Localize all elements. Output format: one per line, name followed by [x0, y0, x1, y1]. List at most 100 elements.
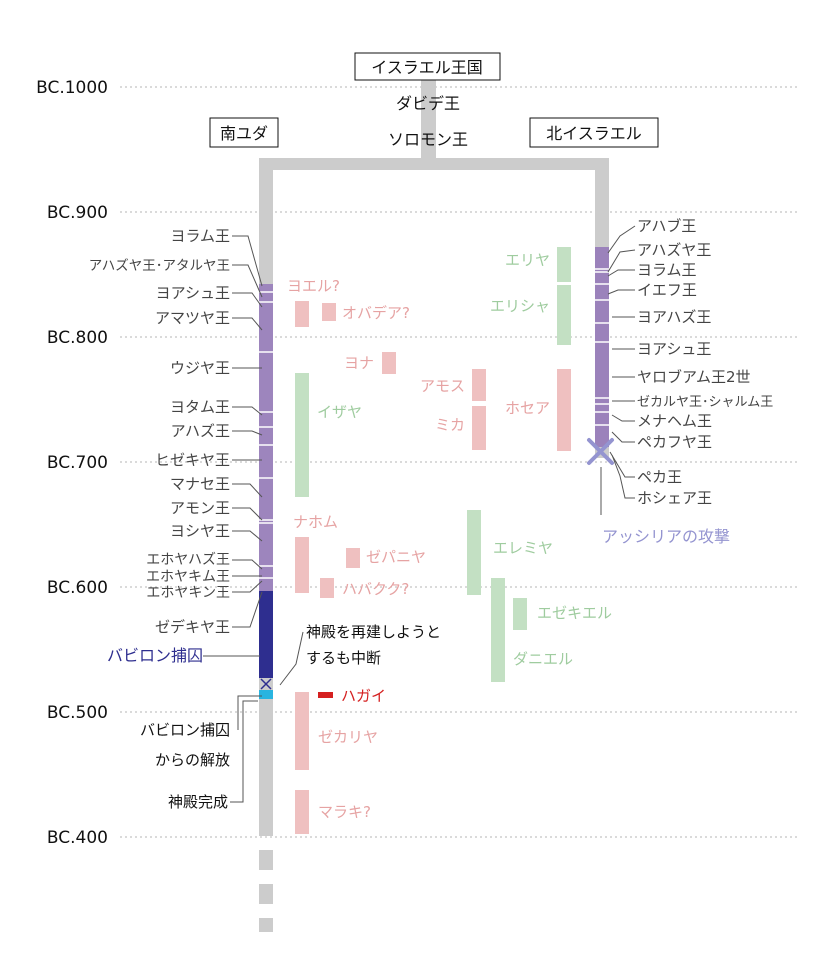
assyria-attack-label: アッシリアの攻撃	[602, 527, 730, 546]
prophet-label-amos: アモス	[420, 377, 465, 395]
rebuild-note-line2: するも中断	[306, 649, 381, 667]
trunk-dash	[259, 884, 273, 904]
prophet-bar-ezekiel	[513, 598, 527, 630]
united-trunk	[421, 80, 436, 162]
israel-king: ホシェア王	[637, 489, 712, 507]
israel-king: ヨアシュ王	[637, 340, 711, 358]
prophet-bar-jeremiah	[467, 510, 481, 595]
prophet-bars-green	[295, 247, 571, 682]
judah-king: アモン王	[170, 499, 230, 517]
year-label: BC.700	[47, 453, 108, 473]
release-label-line1: バビロン捕囚	[140, 721, 230, 739]
kingdom-title-boxes: イスラエル王国 南ユダ 北イスラエル	[209, 52, 659, 148]
year-gridlines	[120, 86, 800, 838]
israel-king: ヤロブアム王2世	[637, 368, 751, 386]
prophet-label-jonah: ヨナ	[344, 354, 374, 372]
judah-king: アハズヤ王･アタルヤ王	[89, 258, 230, 274]
judah-king: エホヤキン王	[146, 585, 230, 601]
prophet-label-habakkuk: ハバクク?	[342, 580, 409, 598]
judah-reigns	[259, 284, 273, 592]
judah-king: ゼデキヤ王	[155, 618, 230, 636]
prophet-bar-joel	[295, 301, 309, 327]
israel-title-box	[529, 117, 659, 148]
prophet-bar-isaiah	[295, 373, 309, 497]
israel-king: ペカフヤ王	[637, 433, 712, 451]
year-label: BC.600	[47, 578, 108, 598]
prophet-bar-elisha	[557, 285, 571, 345]
prophet-label-hosea: ホセア	[505, 399, 550, 417]
prophet-label-elisha: エリシャ	[490, 297, 550, 315]
judah-king: アハズ王	[171, 422, 230, 440]
trunk-dash	[259, 918, 273, 932]
united-title: イスラエル王国	[371, 58, 483, 77]
israel-king: ペカ王	[637, 468, 682, 486]
prophet-bar-hosea	[557, 369, 571, 451]
judah-title: 南ユダ	[220, 124, 268, 143]
assyria-attack-mark	[587, 438, 614, 465]
israel-king: アハブ王	[637, 217, 696, 235]
israel-title: 北イスラエル	[546, 124, 642, 143]
year-label: BC.400	[47, 828, 108, 848]
israel-king-labels: アハブ王 アハズヤ王 ヨラム王 イエフ王 ヨアハズ王 ヨアシュ王 ヤロブアム王2…	[637, 217, 773, 507]
prophet-label-zephaniah: ゼパニヤ	[366, 548, 426, 566]
prophet-label-obadiah: オバデア?	[342, 304, 410, 322]
prophet-bars-pink	[295, 301, 571, 834]
rebuild-note-line1: 神殿を再建しようと	[306, 623, 441, 641]
trunk-dash	[259, 850, 273, 870]
israel-leaders	[600, 225, 636, 515]
prophet-label-daniel: ダニエル	[513, 650, 573, 668]
prophet-bar-zephaniah	[346, 548, 360, 568]
split-bar	[259, 158, 609, 170]
year-label: BC.500	[47, 703, 108, 723]
israel-king: ゼカルヤ王･シャルム王	[637, 395, 773, 410]
king-solomon: ソロモン王	[388, 130, 468, 149]
judah-king: ヒゼキヤ王	[155, 451, 230, 469]
prophet-bar-obadiah	[322, 303, 336, 321]
prophet-label-isaiah: イザヤ	[317, 403, 362, 421]
temple-complete-label: 神殿完成	[168, 793, 228, 811]
prophet-bar-micah	[472, 406, 486, 450]
judah-reign-bar	[259, 284, 273, 699]
prophet-label-joel: ヨエル?	[287, 277, 340, 295]
prophet-label-elijah: エリヤ	[505, 251, 550, 269]
prophet-label-nahum: ナホム	[293, 513, 338, 531]
year-label: BC.900	[47, 203, 108, 223]
israel-king: イエフ王	[637, 281, 697, 299]
israel-king: アハズヤ王	[637, 241, 711, 259]
prophet-label-zechariah: ゼカリヤ	[318, 728, 378, 746]
prophet-bar-jonah	[382, 352, 396, 374]
united-title-box	[354, 52, 501, 81]
prophet-label-micah: ミカ	[435, 416, 465, 434]
judah-king: ウジヤ王	[170, 359, 230, 377]
prophet-label-ezekiel: エゼキエル	[537, 604, 612, 622]
judah-king: ヨアシュ王	[156, 284, 230, 302]
prophet-bar-zechariah	[295, 692, 309, 770]
year-labels: BC.1000 BC.900 BC.800 BC.700 BC.600 BC.5…	[36, 78, 108, 848]
release-label-line2: からの解放	[155, 751, 230, 769]
judah-king: ヨシヤ王	[170, 522, 230, 540]
prophet-label-jeremiah: エレミヤ	[493, 539, 553, 557]
israel-king: メナヘム王	[637, 412, 712, 430]
judah-king: エホヤハズ王	[146, 552, 230, 568]
judah-title-box	[209, 117, 279, 148]
prophet-bar-nahum	[295, 537, 309, 593]
year-label: BC.1000	[36, 78, 108, 98]
judah-leaders	[203, 235, 304, 803]
prophet-bar-amos	[472, 369, 486, 401]
king-david: ダビデ王	[396, 94, 460, 113]
judah-king: ヨラム王	[170, 227, 230, 245]
prophet-bar-elijah	[557, 247, 571, 282]
israel-reign-bar	[587, 247, 614, 465]
prophet-labels-green: エリヤ エリシャ イザヤ エレミヤ エゼキエル ダニエル	[317, 251, 612, 668]
prophet-bar-habakkuk	[320, 578, 334, 598]
israel-reigns	[595, 247, 609, 447]
year-label: BC.800	[47, 328, 108, 348]
return-bar	[259, 690, 273, 699]
kingdom-trunk	[259, 80, 609, 932]
judah-king: アマツヤ王	[155, 309, 230, 327]
babylon-exile-label: バビロン捕囚	[107, 646, 203, 665]
judah-king: ヨタム王	[170, 398, 230, 416]
rebuild-interrupt-mark	[260, 678, 272, 690]
